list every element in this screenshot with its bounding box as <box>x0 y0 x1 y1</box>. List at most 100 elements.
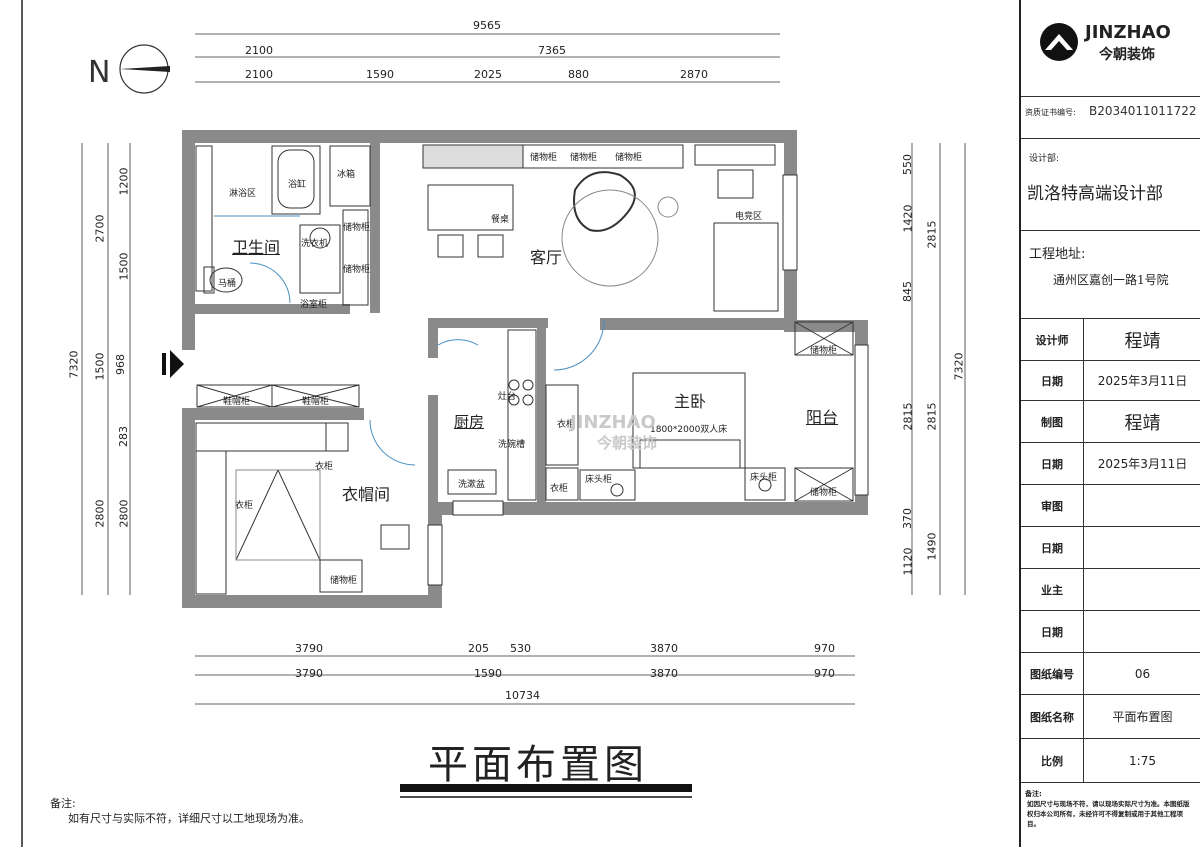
dim-bot-b2: 1590 <box>474 667 502 680</box>
license-no: B2034011011722 <box>1089 104 1197 118</box>
remark-text: 如因尺寸与现场不符，请以现场实际尺寸为准。本图纸版权归本公司所有，未经许可不得复… <box>1027 800 1190 828</box>
dim-bot-a2: 205 <box>468 642 489 655</box>
entrance-arrow-icon <box>162 350 184 378</box>
tb-row: 设计师程靖 <box>1021 318 1200 360</box>
dim-right-b1: 550 <box>901 154 914 175</box>
notes-text: 如有尺寸与实际不符，详细尺寸以工地现场为准。 <box>68 812 310 825</box>
dim-right-b2: 1420 <box>901 204 915 233</box>
dim-bot-a1: 3790 <box>295 642 323 655</box>
dim-bot-a5: 970 <box>814 642 835 655</box>
dim-right-b4: 2815 <box>901 402 915 431</box>
label-storage-top1: 储物柜 <box>530 153 558 163</box>
dim-bot-a3: 530 <box>510 642 531 655</box>
label-bath-cabinet: 浴室柜 <box>300 300 328 310</box>
dim-left-a3: 2800 <box>93 499 107 528</box>
dim-right-a1: 2815 <box>925 220 939 249</box>
tb-row-label: 审图 <box>1021 485 1084 526</box>
label-gaming: 电竞区 <box>735 212 763 222</box>
brand-cn: 今朝装饰 <box>1099 47 1155 63</box>
shoe-cabinets <box>196 384 416 466</box>
tb-remark: 备注: 如因尺寸与现场不符，请以现场实际尺寸为准。本图纸版权归本公司所有，未经许… <box>1021 782 1200 847</box>
room-master-bedroom: 主卧 <box>674 392 707 411</box>
cloakroom-fixtures <box>195 422 410 595</box>
dim-top-c3: 2025 <box>474 68 502 81</box>
label-balcony-store1: 储物柜 <box>810 346 838 356</box>
tb-row-value <box>1083 611 1200 652</box>
label-shoe1: 鞋帽柜 <box>223 397 251 407</box>
label-washer: 洗衣机 <box>301 239 329 249</box>
tb-row: 审图 <box>1021 484 1200 526</box>
tb-license: 资质证书编号: B2034011011722 <box>1021 96 1200 138</box>
dimension-lines <box>81 33 966 705</box>
label-dining-table: 餐桌 <box>491 215 510 225</box>
tb-brand: JINZHAO 今朝装饰 <box>1021 0 1200 96</box>
tb-row-value <box>1083 527 1200 568</box>
tb-row-value: 平面布置图 <box>1112 710 1173 724</box>
north-arrow-icon <box>119 44 170 94</box>
plan-title: 平面布置图 <box>428 742 648 788</box>
tb-row: 业主 <box>1021 568 1200 610</box>
tb-row: 日期 <box>1021 526 1200 568</box>
label-storage-top3: 储物柜 <box>615 153 643 163</box>
dim-bot-total: 10734 <box>505 689 540 702</box>
dim-right-a2: 2815 <box>925 402 939 431</box>
dim-bot-b4: 970 <box>814 667 835 680</box>
tb-row-value <box>1083 485 1200 526</box>
label-shower: 淋浴区 <box>229 189 257 199</box>
dim-left-b4: 283 <box>117 426 130 447</box>
tb-row: 日期 <box>1021 610 1200 652</box>
dim-right-b3: 845 <box>901 281 914 302</box>
living-furniture <box>422 144 779 312</box>
dim-top-a: 2100 <box>245 44 273 57</box>
floor-plan-drawing: N <box>21 0 966 847</box>
dim-left-total: 7320 <box>67 350 81 379</box>
dim-bot-b1: 3790 <box>295 667 323 680</box>
tb-row-label: 日期 <box>1021 527 1084 568</box>
tb-row: 制图程靖 <box>1021 400 1200 442</box>
label-storage-b: 储物柜 <box>343 265 371 275</box>
label-bedside1: 床头柜 <box>585 475 613 485</box>
dim-right-b5: 370 <box>901 508 914 529</box>
label-shoe2: 鞋帽柜 <box>302 397 330 407</box>
dim-left-b2: 1500 <box>117 252 131 281</box>
north-label: N <box>88 55 110 90</box>
watermark-latin: JINZHAO <box>570 412 656 433</box>
label-stove: 灶台 <box>498 392 517 402</box>
label-balcony-store2: 储物柜 <box>810 488 838 498</box>
label-toilet: 马桶 <box>218 279 237 289</box>
title-block: JINZHAO 今朝装饰 资质证书编号: B2034011011722 设计部:… <box>1019 0 1200 847</box>
tb-row-value: 程靖 <box>1124 412 1161 434</box>
windows <box>427 174 869 586</box>
label-storage-top2: 储物柜 <box>570 153 598 163</box>
kitchen-fixtures <box>437 329 537 501</box>
tb-row-label: 日期 <box>1021 361 1084 400</box>
room-balcony: 阳台 <box>806 408 839 427</box>
label-closet-small2: 衣柜 <box>550 484 569 494</box>
tb-designer-dept: 设计部: 凯洛特高端设计部 <box>1021 138 1200 230</box>
designer-dept-label: 设计部: <box>1029 154 1060 164</box>
tb-row-value: 2025年3月11日 <box>1097 457 1188 471</box>
label-sink: 洗碗槽 <box>498 440 526 450</box>
address-label: 工程地址: <box>1029 247 1086 262</box>
tb-address: 工程地址: 通州区嘉创一路1号院 <box>1021 230 1200 318</box>
room-bathroom: 卫生间 <box>232 238 281 257</box>
dim-top-c5: 2870 <box>680 68 708 81</box>
bathroom-fixtures <box>195 145 371 306</box>
room-kitchen: 厨房 <box>454 413 485 431</box>
dim-bot-b3: 3870 <box>650 667 678 680</box>
label-cloak-store: 储物柜 <box>330 576 358 586</box>
dim-right-a3: 1490 <box>925 532 939 561</box>
dim-left-b3: 968 <box>114 354 127 375</box>
dim-left-a1: 2700 <box>93 214 107 243</box>
label-storage-a: 储物柜 <box>343 223 371 233</box>
tb-row-value: 1:75 <box>1129 753 1156 768</box>
dim-top-total: 9565 <box>473 19 501 32</box>
walls <box>182 130 868 608</box>
dim-right-total: 7320 <box>952 352 966 381</box>
label-bathtub: 浴缸 <box>288 180 307 190</box>
dim-top-c1: 2100 <box>245 68 273 81</box>
